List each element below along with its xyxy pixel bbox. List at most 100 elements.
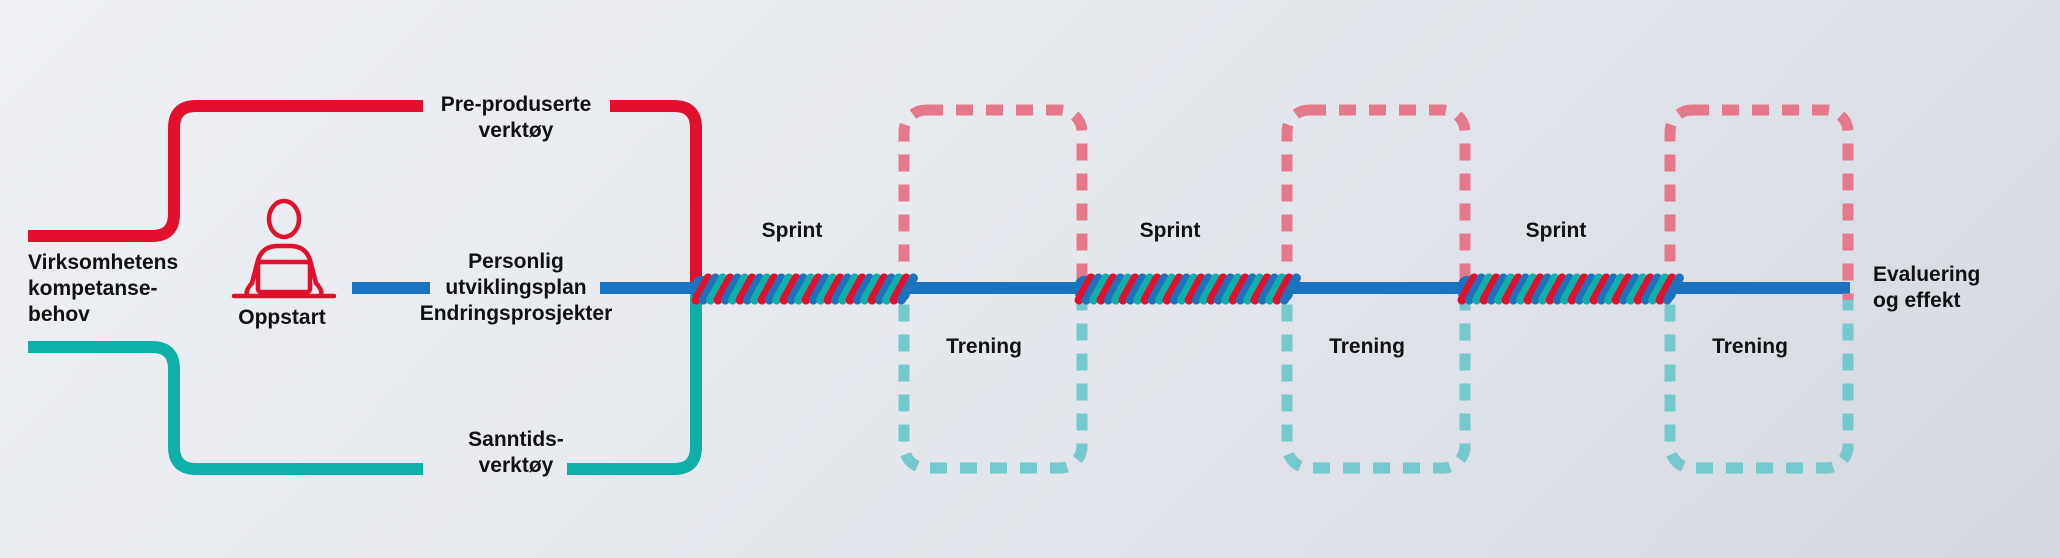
rope-strand xyxy=(1604,273,1626,305)
training-box-2-lower xyxy=(1281,300,1471,474)
rope-strand xyxy=(860,273,882,305)
rope-strand xyxy=(1457,273,1479,305)
rope-strand xyxy=(1516,273,1538,305)
rope-strand xyxy=(896,273,918,305)
rope-strand xyxy=(1589,273,1611,305)
bottom-branch-label: Sanntids- verktøy xyxy=(468,427,564,479)
rope-strand xyxy=(772,273,794,305)
rope-strand xyxy=(742,273,764,305)
rope-strand xyxy=(1221,273,1243,305)
sprint-rope-3 xyxy=(1457,273,1684,305)
rope-strand xyxy=(874,273,896,305)
top-branch-label-line-2: verktøy xyxy=(478,119,554,142)
rope-strand xyxy=(845,273,867,305)
rope-strand xyxy=(779,273,801,305)
rope-strand xyxy=(1640,273,1662,305)
rope-strand xyxy=(867,273,889,305)
rope-strand xyxy=(720,273,742,305)
bottom-branch-label-line-1: Sanntids- xyxy=(468,428,564,451)
rope-strand xyxy=(735,273,757,305)
middle-branch-label: Personlig utviklingsplan Endringsprosjek… xyxy=(420,249,613,327)
rope-strand xyxy=(1279,273,1301,305)
rope-strand xyxy=(838,273,860,305)
rope-strand xyxy=(1560,273,1582,305)
rope-strand xyxy=(1257,273,1279,305)
rope-strand xyxy=(1530,273,1552,305)
sprint-label-1: Sprint xyxy=(761,219,823,242)
rope-strand xyxy=(1140,273,1162,305)
rope-strand xyxy=(1464,273,1486,305)
rope-strand xyxy=(1552,273,1574,305)
person-with-laptop-icon xyxy=(231,198,337,299)
rope-strand xyxy=(1508,273,1530,305)
rope-strand xyxy=(1582,273,1604,305)
rope-strand xyxy=(1111,273,1133,305)
rope-strand xyxy=(1118,273,1140,305)
middle-branch-label-line-2: utviklingsplan xyxy=(445,276,587,299)
rope-strand xyxy=(882,273,904,305)
rope-strand xyxy=(1228,273,1250,305)
rope-strand xyxy=(1626,273,1648,305)
training-label-2: Trening xyxy=(1329,335,1405,358)
end-label: Evaluering og effekt xyxy=(1873,262,1980,314)
rope-strand xyxy=(706,273,728,305)
rope-strand xyxy=(1235,273,1257,305)
rope-strand xyxy=(1147,273,1169,305)
rope-strand xyxy=(1633,273,1655,305)
rope-strand xyxy=(1103,273,1125,305)
rope-strand xyxy=(1545,273,1567,305)
rope-strand xyxy=(823,273,845,305)
training-label-3: Trening xyxy=(1712,335,1788,358)
start-label-line-1: Virksomhetens xyxy=(28,251,179,274)
sprint-label-2: Sprint xyxy=(1139,219,1201,242)
rope-strand xyxy=(1199,273,1221,305)
rope-strand xyxy=(1272,273,1294,305)
training-box-3-lower xyxy=(1664,300,1854,474)
start-label-line-3: behov xyxy=(28,303,90,326)
rope-strand xyxy=(1479,273,1501,305)
rope-strand xyxy=(1213,273,1235,305)
rope-strand xyxy=(1081,273,1103,305)
rope-strand xyxy=(1191,273,1213,305)
rope-strand xyxy=(816,273,838,305)
rope-strand xyxy=(1472,273,1494,305)
rope-strand xyxy=(1596,273,1618,305)
rope-strand xyxy=(691,273,713,305)
rope-strand xyxy=(1250,273,1272,305)
training-label-1: Trening xyxy=(946,335,1022,358)
rope-strand xyxy=(728,273,750,305)
rope-strand xyxy=(889,273,911,305)
rope-strand xyxy=(1574,273,1596,305)
sprint-rope-2 xyxy=(1074,273,1301,305)
rope-strand xyxy=(1648,273,1670,305)
sprint-label-3: Sprint xyxy=(1525,219,1587,242)
rope-strand xyxy=(1494,273,1516,305)
start-label: Virksomhetens kompetanse- behov xyxy=(28,250,178,328)
rope-strand xyxy=(1206,273,1228,305)
rope-strand xyxy=(698,273,720,305)
middle-branch-label-line-1: Personlig xyxy=(468,250,564,273)
rope-strand xyxy=(757,273,779,305)
rope-strand xyxy=(1265,273,1287,305)
rope-strand xyxy=(1243,273,1265,305)
rope-strand xyxy=(1618,273,1640,305)
rope-strand xyxy=(713,273,735,305)
end-label-line-2: og effekt xyxy=(1873,289,1961,312)
rope-strand xyxy=(1486,273,1508,305)
rope-strand xyxy=(1133,273,1155,305)
bottom-branch-label-line-2: verktøy xyxy=(478,454,554,477)
middle-branch-label-line-3: Endringsprosjekter xyxy=(419,302,613,325)
rope-strand xyxy=(1662,273,1684,305)
rope-strand xyxy=(794,273,816,305)
start-label-line-2: kompetanse- xyxy=(28,277,158,300)
rope-strand xyxy=(1169,273,1191,305)
sprint-rope-1 xyxy=(691,273,918,305)
rope-strand xyxy=(1501,273,1523,305)
top-branch-line xyxy=(28,100,702,288)
rope-strand xyxy=(852,273,874,305)
rope-strand xyxy=(1655,273,1677,305)
rope-strand xyxy=(1125,273,1147,305)
rope-strand xyxy=(786,273,808,305)
oppstart-label: Oppstart xyxy=(238,306,326,329)
